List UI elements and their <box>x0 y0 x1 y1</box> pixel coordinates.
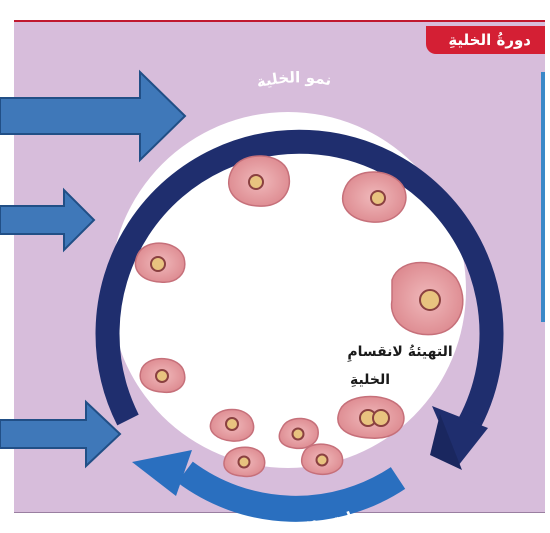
cell-1 <box>229 156 290 206</box>
cell-7 <box>279 418 318 448</box>
cell-9 <box>224 447 265 476</box>
cell-3 <box>135 243 184 282</box>
arc-top-label: نمو الخلية <box>255 68 333 91</box>
prep-label-line1: التهيئةُ لانقسامِ <box>347 344 453 362</box>
division-arc <box>185 472 398 509</box>
cell-2 <box>343 172 406 222</box>
arrow-top <box>0 72 185 160</box>
arrow-bottom <box>0 402 120 466</box>
cell-4 <box>392 263 463 335</box>
cell-5 <box>140 359 185 393</box>
cell-8-dividing <box>338 397 404 439</box>
cell-10 <box>302 444 343 474</box>
prep-label-line2: الخليةِ <box>350 372 390 388</box>
division-arc-arrowhead <box>132 450 192 496</box>
cell-6 <box>210 410 253 442</box>
arrow-middle <box>0 190 94 250</box>
